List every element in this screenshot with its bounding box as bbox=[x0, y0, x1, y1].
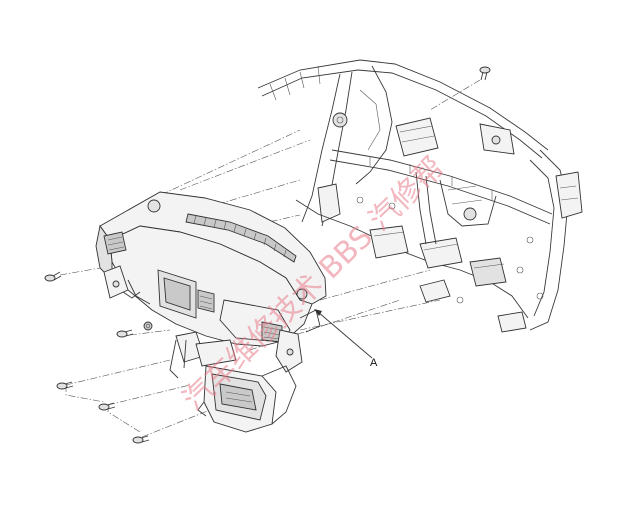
bolt-icon bbox=[116, 329, 134, 338]
bolt-icon bbox=[44, 271, 62, 282]
bolt-icon bbox=[132, 435, 150, 444]
bolt-icon bbox=[479, 66, 491, 81]
cowl-cross-bar-frame bbox=[257, 59, 583, 333]
callout-label: A bbox=[370, 357, 378, 369]
bolt-icon bbox=[56, 381, 74, 390]
crash-pad-assembly bbox=[95, 191, 327, 379]
clip-nut-icon bbox=[143, 321, 153, 331]
bolt-guide-line bbox=[429, 79, 481, 111]
bolt-icon bbox=[98, 402, 116, 411]
callout-a: A bbox=[314, 309, 378, 369]
center-fascia-housing bbox=[197, 365, 297, 433]
